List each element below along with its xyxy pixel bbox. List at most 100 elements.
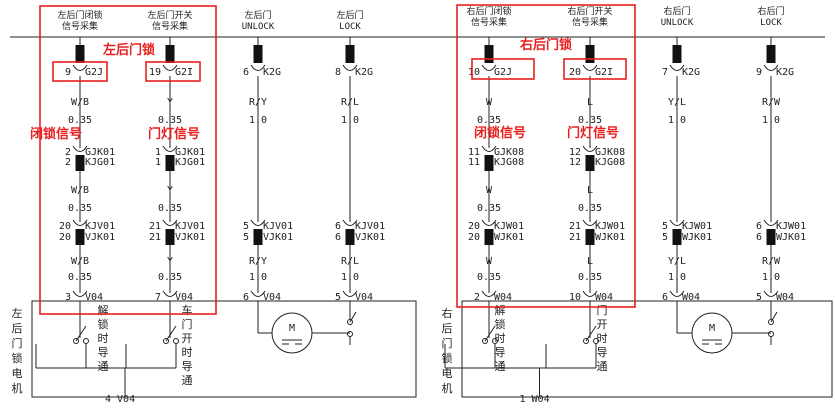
connector-arc: [582, 64, 598, 71]
connector-id: WJK01: [682, 232, 712, 243]
connector-block: [766, 45, 776, 63]
connector-id: V04: [175, 292, 193, 303]
wire-color: W: [486, 256, 493, 267]
connector-id: W04: [595, 292, 613, 303]
connector-pin: 11: [468, 157, 480, 168]
switch-contact: [347, 331, 353, 337]
connector-pin: 9: [65, 67, 71, 78]
wire-gauge: 1.0: [762, 115, 780, 126]
connector-pin: 5: [662, 221, 668, 232]
connector-pin: 20: [468, 232, 480, 243]
connector-block: [672, 229, 682, 245]
connector-id: GJK01: [85, 147, 115, 158]
wire-color: Y: [167, 185, 173, 196]
switch-contact: [482, 338, 488, 344]
connector-pin: 2: [474, 292, 480, 303]
connector-block: [484, 45, 494, 63]
connector-arc: [481, 145, 497, 152]
column-header: 右后门: [663, 5, 690, 17]
connector-arc: [763, 219, 779, 226]
connector-block: [345, 229, 355, 245]
connector-id: G2I: [175, 67, 193, 78]
wire-gauge: 0.35: [158, 203, 182, 214]
connector-block: [345, 45, 355, 63]
connector-id: W04: [776, 292, 794, 303]
wire-gauge: 0.35: [68, 115, 92, 126]
switch-label: 解锁时导通: [495, 303, 506, 373]
connector-arc: [162, 64, 178, 71]
connector-id: KJG08: [494, 157, 524, 168]
switch-blade: [165, 325, 177, 342]
switch-contact: [583, 338, 589, 344]
bottom-connector-label: 4 V04: [105, 394, 135, 405]
connector-pin: 21: [569, 232, 581, 243]
switch-contact: [768, 319, 774, 325]
motor-symbol: M: [289, 323, 295, 334]
wire-color: W: [486, 97, 493, 108]
connector-id: K2G: [776, 67, 794, 78]
connector-id: GJK01: [175, 147, 205, 158]
connector-pin: 5: [756, 292, 762, 303]
switch-contact: [593, 338, 599, 344]
column-header: LOCK: [339, 22, 361, 32]
motor-frame: [461, 300, 833, 398]
connector-pin: 2: [65, 157, 71, 168]
column-header: 右后门开关: [567, 5, 612, 17]
connector-arc: [481, 219, 497, 226]
column-header: 信号采集: [62, 20, 98, 32]
annotation-door-signal: 门灯信号: [148, 126, 200, 142]
annotation-title: 右后门锁: [519, 37, 572, 53]
connector-block: [165, 45, 175, 63]
wire-color: L: [587, 256, 593, 267]
connector-id: G2I: [595, 67, 613, 78]
connector-arc: [763, 290, 779, 297]
connector-block: [672, 45, 682, 63]
connector-arc: [342, 64, 358, 71]
column-header: 左后门开关: [147, 9, 192, 21]
wire-gauge: 0.35: [578, 203, 602, 214]
connector-arc: [481, 64, 497, 71]
connector-arc: [582, 219, 598, 226]
connector-id: K2G: [682, 67, 700, 78]
connector-pin: 9: [756, 67, 762, 78]
connector-pin: 5: [243, 221, 249, 232]
motor-label: 左后门锁电机: [12, 307, 23, 395]
connector-arc: [162, 145, 178, 152]
connector-arc: [342, 290, 358, 297]
connector-block: [766, 229, 776, 245]
wire-color: W/B: [71, 97, 89, 108]
switch-contact: [173, 338, 179, 344]
connector-id: VJK01: [175, 232, 205, 243]
connector-block: [585, 45, 595, 63]
connector-arc: [162, 290, 178, 297]
connector-pin: 6: [335, 221, 341, 232]
connector-id: GJK08: [595, 147, 625, 158]
connector-pin: 5: [662, 232, 668, 243]
connector-id: V04: [355, 292, 373, 303]
connector-block: [75, 229, 85, 245]
connector-pin: 3: [65, 292, 71, 303]
connector-arc: [669, 290, 685, 297]
connector-arc: [72, 64, 88, 71]
wire-color: W/B: [71, 256, 89, 267]
connector-arc: [250, 290, 266, 297]
connector-id: KJW01: [595, 221, 625, 232]
wire-gauge: 1.0: [249, 115, 267, 126]
connector-arc: [250, 64, 266, 71]
connector-pin: 20: [468, 221, 480, 232]
connector-pin: 21: [149, 232, 161, 243]
wire-gauge: 0.35: [477, 203, 501, 214]
connector-id: WJK01: [494, 232, 524, 243]
wire-color: W/B: [71, 185, 89, 196]
wire-color: R/Y: [249, 97, 267, 108]
connector-arc: [250, 219, 266, 226]
connector-pin: 7: [155, 292, 161, 303]
wire-gauge: 1.0: [668, 272, 686, 283]
column-header: 信号采集: [471, 16, 507, 28]
connector-arc: [582, 145, 598, 152]
connector-id: KJG08: [595, 157, 625, 168]
connector-block: [585, 229, 595, 245]
connector-arc: [72, 219, 88, 226]
connector-id: KJW01: [776, 221, 806, 232]
connector-id: VJK01: [355, 232, 385, 243]
